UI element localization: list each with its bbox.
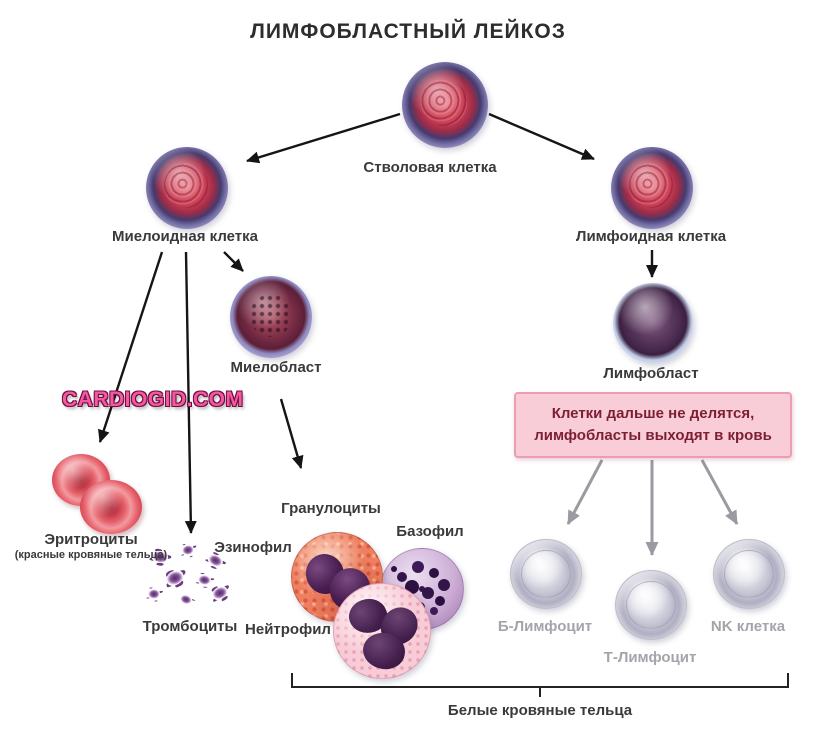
arrow-myeloid-to-myeloblast — [223, 251, 244, 272]
label-stem-cell: Стволовая клетка — [363, 159, 497, 176]
platelet-speck — [197, 573, 212, 587]
note-line-1: Клетки дальше не делятся, — [551, 405, 755, 422]
arrow-myeloid-to-platelets — [184, 251, 197, 534]
label-lymphoblast: Лимфобласт — [603, 365, 699, 382]
platelet-speck — [178, 593, 194, 606]
platelets-cluster-image — [146, 544, 241, 613]
note-box: Клетки дальше не делятся, лимфобласты вы… — [514, 392, 792, 458]
label-b-lymphocyte: Б-Лимфоцит — [497, 618, 593, 635]
platelet-speck — [210, 584, 230, 602]
label-myeloblast: Миелобласт — [230, 359, 322, 376]
nk-cell-image — [713, 539, 785, 609]
myeloblast-cell-image — [230, 276, 312, 358]
lymphocyte-nucleus — [625, 580, 677, 630]
white-cells-bracket — [291, 673, 789, 697]
note-line-2: лимфобласты выходят в кровь — [534, 426, 772, 444]
watermark: CARDIOGID.COM — [62, 388, 244, 411]
diagram-title: ЛИМФОБЛАСТНЫЙ ЛЕЙКОЗ — [250, 20, 566, 43]
arrow-stem-to-lymphoid — [488, 112, 595, 161]
neutrophil-cell-image — [333, 583, 431, 679]
cell-nucleus-texture — [249, 294, 293, 337]
lymphocyte-nucleus — [723, 549, 775, 599]
arrow-stem-to-myeloid — [246, 112, 401, 164]
label-erythrocytes-sub: (красные кровяные тельца) — [14, 549, 168, 561]
b-lymphocyte-cell-image — [510, 539, 582, 609]
cell-nucleus-texture — [164, 163, 209, 208]
label-granulocytes: Гранулоциты — [281, 500, 381, 517]
erythrocyte-image — [80, 480, 142, 534]
platelet-speck — [164, 568, 186, 588]
label-basophil: Базофил — [396, 523, 464, 540]
lymphoid-cell-image — [611, 147, 693, 229]
label-nk-cell: NK клетка — [710, 618, 786, 635]
label-platelets: Тромбоциты — [142, 618, 238, 635]
label-erythrocytes: Эритроциты — [44, 531, 138, 548]
arrow-note-to-nk-cell — [700, 459, 739, 525]
arrow-myeloid-to-erythrocytes — [98, 251, 164, 443]
lymphocyte-nucleus — [520, 549, 572, 599]
cell-nucleus-texture — [629, 163, 674, 208]
lymphoblast-cell-image — [613, 283, 693, 363]
t-lymphocyte-cell-image — [615, 570, 687, 640]
stem-cell-image — [402, 62, 488, 148]
cell-nucleus-texture — [420, 79, 468, 126]
label-neutrophil: Нейтрофил — [245, 621, 331, 638]
myeloid-cell-image — [146, 147, 228, 229]
arrow-note-to-b-lymphocyte — [566, 459, 604, 525]
label-t-lymphocyte: Т-Лимфоцит — [603, 649, 697, 666]
label-white-blood-cells: Белые кровяные тельца — [447, 702, 633, 719]
platelet-speck — [148, 589, 160, 599]
label-lymphoid-cell: Лимфоидная клетка — [575, 228, 727, 245]
arrow-myeloblast-to-granulocytes — [279, 398, 304, 469]
basophil-granules — [419, 586, 425, 592]
platelet-speck — [181, 544, 195, 556]
label-myeloid-cell: Миелоидная клетка — [112, 228, 258, 245]
label-eosinophil: Эзинофил — [214, 539, 292, 556]
